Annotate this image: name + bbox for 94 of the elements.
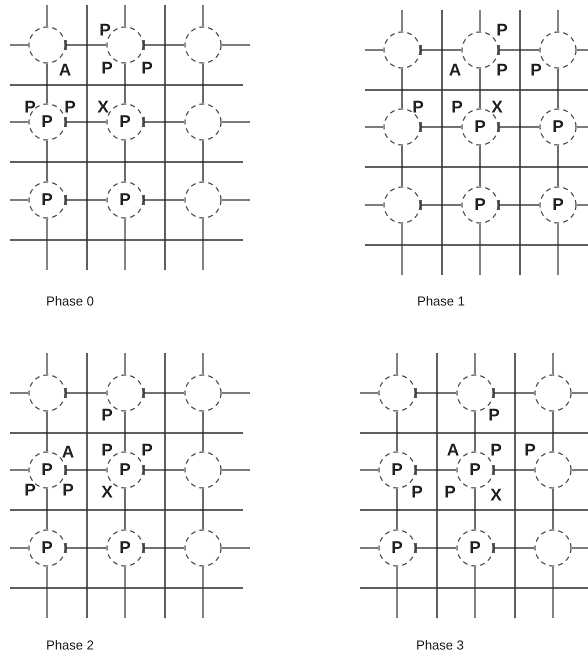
connector-line bbox=[498, 121, 539, 133]
mesh-node bbox=[461, 31, 499, 69]
connector-line bbox=[557, 69, 559, 108]
connector-line bbox=[498, 199, 539, 211]
connector-line bbox=[65, 116, 106, 128]
connector-line bbox=[493, 387, 534, 399]
mesh-node bbox=[28, 374, 66, 412]
connector-line bbox=[557, 146, 559, 186]
mesh-node bbox=[383, 186, 421, 224]
connector-line bbox=[124, 489, 126, 529]
mesh-node: P bbox=[106, 181, 144, 219]
mesh-node bbox=[534, 374, 572, 412]
connector-line bbox=[143, 39, 184, 51]
mesh-node bbox=[184, 529, 222, 567]
connector-line bbox=[202, 141, 204, 181]
letter-label: P bbox=[530, 62, 542, 78]
mesh-node bbox=[534, 529, 572, 567]
connector-line bbox=[65, 387, 106, 399]
connector-line bbox=[420, 44, 461, 56]
letter-label: P bbox=[444, 484, 456, 500]
connector-line bbox=[143, 387, 184, 399]
letter-label: P bbox=[141, 60, 153, 76]
connector-line bbox=[415, 542, 456, 554]
connector-line bbox=[46, 64, 48, 103]
connector-line bbox=[552, 412, 554, 451]
connector-line bbox=[202, 412, 204, 451]
connector-line bbox=[65, 39, 106, 51]
mesh-node bbox=[184, 181, 222, 219]
letter-label: P bbox=[99, 22, 111, 38]
mesh-node bbox=[184, 103, 222, 141]
connector-line bbox=[396, 412, 398, 451]
mesh-node bbox=[383, 31, 421, 69]
connector-line bbox=[143, 194, 184, 206]
connector-line bbox=[396, 489, 398, 529]
letter-label: P bbox=[524, 442, 536, 458]
letter-label: X bbox=[97, 98, 109, 116]
connector-line bbox=[474, 489, 476, 529]
letter-label: P bbox=[496, 62, 508, 78]
letter-label: P bbox=[101, 60, 113, 76]
connector-line bbox=[415, 464, 456, 476]
connector-line bbox=[420, 199, 461, 211]
connector-line bbox=[401, 69, 403, 108]
connector-line bbox=[401, 146, 403, 186]
mesh-node: P bbox=[106, 529, 144, 567]
letter-label: A bbox=[448, 62, 462, 78]
phase-caption: Phase 2 bbox=[46, 638, 94, 652]
connector-line bbox=[46, 141, 48, 181]
letter-label: P bbox=[488, 406, 500, 424]
connector-line bbox=[124, 412, 126, 451]
connector-line bbox=[493, 542, 534, 554]
connector-line bbox=[46, 489, 48, 529]
connector-line bbox=[46, 412, 48, 451]
connector-line bbox=[65, 542, 106, 554]
mesh-node bbox=[184, 451, 222, 489]
mesh-node bbox=[378, 374, 416, 412]
mesh-node: P bbox=[378, 529, 416, 567]
connector-line bbox=[124, 64, 126, 103]
connector-line bbox=[202, 64, 204, 103]
letter-label: P bbox=[496, 22, 508, 38]
connector-line bbox=[143, 116, 184, 128]
mesh-node: P bbox=[539, 186, 577, 224]
mesh-node: P bbox=[539, 108, 577, 146]
phase-caption: Phase 0 bbox=[46, 294, 94, 308]
mesh-node bbox=[28, 26, 66, 64]
connector-line bbox=[420, 121, 461, 133]
phase-caption: Phase 3 bbox=[416, 638, 464, 652]
letter-label: P bbox=[64, 98, 76, 116]
mesh-node: P bbox=[461, 186, 499, 224]
connector-line bbox=[498, 44, 539, 56]
letter-label: P bbox=[101, 406, 113, 424]
mesh-node bbox=[534, 451, 572, 489]
mesh-node: P bbox=[456, 529, 494, 567]
connector-line bbox=[479, 69, 481, 108]
letter-label: P bbox=[412, 98, 424, 116]
connector-line bbox=[143, 542, 184, 554]
connector-line bbox=[202, 489, 204, 529]
mesh-node bbox=[184, 26, 222, 64]
connector-line bbox=[474, 412, 476, 451]
connector-line bbox=[143, 464, 184, 476]
connector-line bbox=[415, 387, 456, 399]
mesh-node: P bbox=[28, 529, 66, 567]
connector-line bbox=[479, 146, 481, 186]
mesh-node bbox=[184, 374, 222, 412]
letter-label: A bbox=[58, 62, 72, 78]
letter-label: P bbox=[451, 98, 463, 116]
connector-line bbox=[65, 194, 106, 206]
phase-caption: Phase 1 bbox=[417, 294, 465, 308]
mesh-node: P bbox=[28, 181, 66, 219]
connector-line bbox=[124, 141, 126, 181]
connector-line bbox=[552, 489, 554, 529]
connector-line bbox=[493, 464, 534, 476]
letter-label: X bbox=[490, 486, 502, 504]
connector-line bbox=[65, 464, 106, 476]
letter-label: P bbox=[141, 442, 153, 458]
